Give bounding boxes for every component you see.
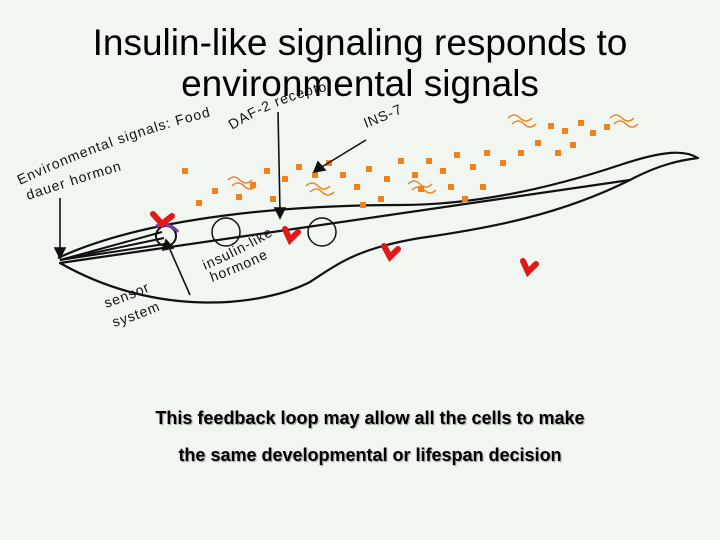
worm-body (57, 151, 700, 304)
receptors (150, 211, 539, 278)
ins7-label: INS-7 (361, 100, 405, 130)
arrow-sensory (167, 244, 191, 296)
head-neurons (59, 223, 180, 261)
title-line-1: Insulin-like signaling responds to (92, 22, 628, 63)
ins-molecules (182, 120, 610, 208)
body-cell (307, 217, 337, 247)
receptor-1 (282, 226, 301, 246)
receptor-3 (520, 258, 539, 278)
daf2-label: DAF-2 receptor (225, 77, 334, 133)
arrows (53, 111, 367, 296)
receptor-head (150, 211, 175, 229)
env-label-line-1: Environmental signals: Food, (0, 0, 212, 188)
caption-line-2: the same developmental or lifespan decis… (178, 445, 562, 465)
worm-outline-bottom (58, 178, 632, 304)
body-cell (211, 217, 241, 247)
worm-outline-top (57, 151, 700, 259)
body-cells (211, 217, 337, 247)
hormone-squiggles (227, 114, 639, 196)
arrow-ins7 (319, 139, 367, 169)
slide-title: Insulin-like signaling responds to envir… (0, 22, 720, 104)
arrow-daf2 (277, 111, 281, 213)
receptor-2 (381, 243, 401, 262)
title-line-2: environmental signals (181, 63, 539, 104)
caption-line-1: This feedback loop may allow all the cel… (155, 408, 585, 428)
